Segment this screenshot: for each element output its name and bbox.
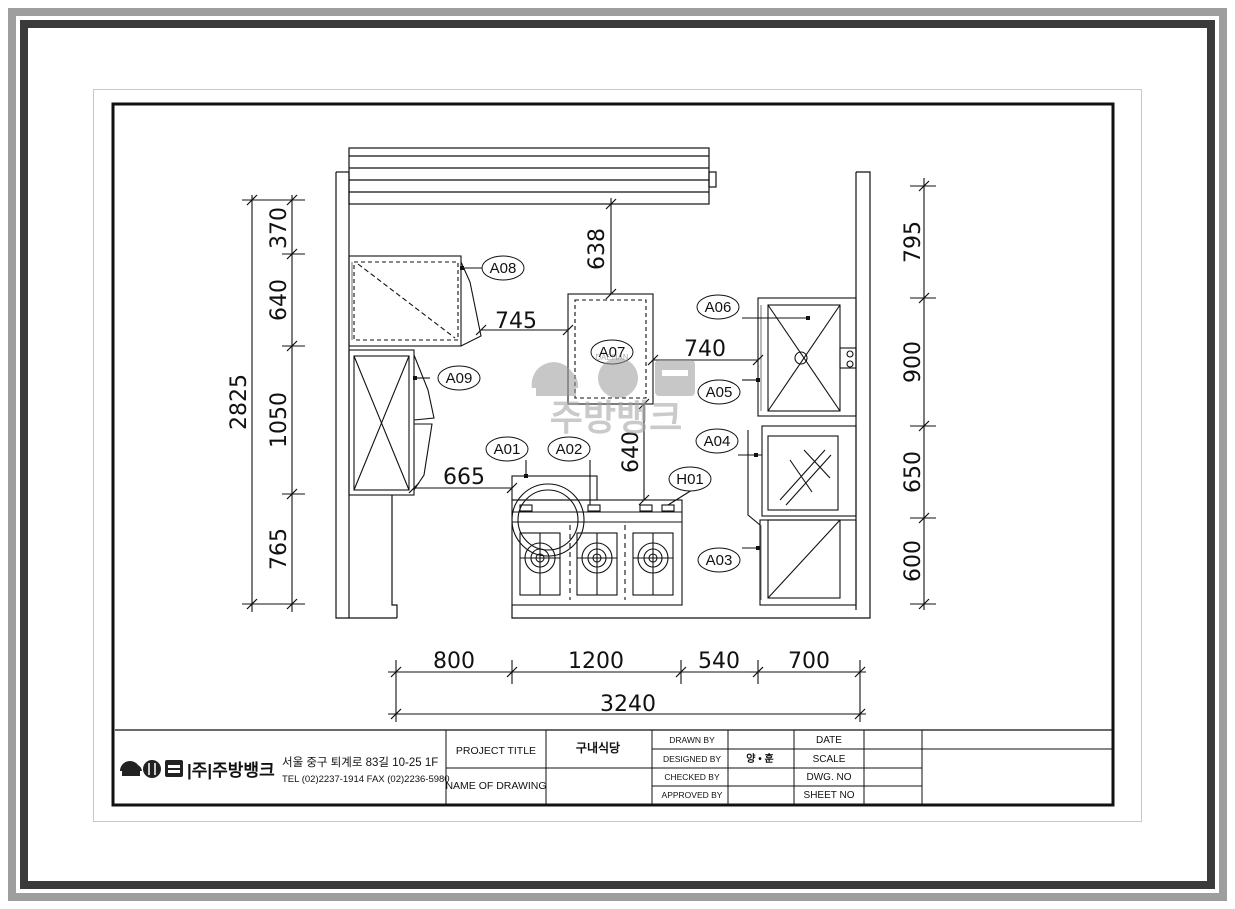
drawn-by-label: DRAWN BY <box>669 735 715 745</box>
dim-bottom-overall: 3240 <box>600 692 656 717</box>
scale-label: SCALE <box>813 754 846 765</box>
a08-refrigerator <box>348 255 482 347</box>
dim-left-seg-3: 1050 <box>267 392 292 448</box>
dim-table-left: 745 <box>495 309 537 334</box>
tag-a08: A08 <box>490 260 517 277</box>
dim-bottom-seg-1: 800 <box>433 649 475 674</box>
watermark-brand-small: DAEHAN <box>595 353 629 362</box>
title-block-grid <box>115 729 1113 805</box>
drawing-sheet <box>93 89 1142 822</box>
equipment-tag-ovals <box>437 255 741 573</box>
company-logo-icon <box>120 760 183 778</box>
leader-lines <box>414 198 808 549</box>
date-label: DATE <box>816 735 842 746</box>
dim-left-overall: 2825 <box>227 374 252 430</box>
approved-by-label: APPROVED BY <box>662 790 723 800</box>
company-contact: TEL (02)2237-1914 FAX (02)2236-5980 <box>282 774 450 785</box>
a06-sink-unit <box>757 297 857 417</box>
dim-right-seg-4: 600 <box>901 540 926 582</box>
tag-a03: A03 <box>706 552 733 569</box>
tag-a04: A04 <box>704 433 731 450</box>
dim-bottom-seg-2: 1200 <box>568 649 624 674</box>
watermark-logo-icon <box>531 358 695 398</box>
watermark-text: 주방뱅크 <box>550 398 682 439</box>
designed-by-label: DESIGNED BY <box>663 754 721 764</box>
tag-h01: H01 <box>676 471 704 488</box>
tag-a05: A05 <box>706 384 733 401</box>
dim-cabinet-to-range: 665 <box>443 465 485 490</box>
name-of-drawing-label: NAME OF DRAWING <box>445 780 546 792</box>
checked-by-label: CHECKED BY <box>664 772 720 782</box>
bottom-dimension-lines <box>388 660 866 722</box>
tag-a02: A02 <box>556 441 583 458</box>
dim-bottom-seg-3: 540 <box>698 649 740 674</box>
dwg-no-label: DWG. NO <box>807 772 852 783</box>
dim-right-seg-3: 650 <box>901 451 926 493</box>
a01-a02-cooking-range <box>511 475 683 606</box>
dim-table-to-range: 640 <box>619 431 644 473</box>
hood-exhaust <box>348 147 717 205</box>
dim-right-seg-2: 900 <box>901 341 926 383</box>
a09-cabinet <box>348 349 435 496</box>
project-title-value: 구내식당 <box>576 740 620 755</box>
dim-table-right: 740 <box>684 337 726 362</box>
a03-table <box>759 519 857 606</box>
tag-a07: A07 <box>599 344 626 361</box>
leader-dots <box>413 266 810 550</box>
company-address: 서울 중구 퇴계로 83길 10-25 1F <box>282 756 438 769</box>
right-dimension-lines <box>910 178 936 610</box>
drawing-border <box>111 102 1115 807</box>
dim-left-seg-1: 370 <box>267 207 292 249</box>
designed-by-value: 양 • 훈 <box>746 752 773 765</box>
company-name: |주|주방뱅크 <box>187 761 275 780</box>
sheet-no-label: SHEET NO <box>804 790 855 801</box>
dim-bottom-seg-4: 700 <box>788 649 830 674</box>
tag-a06: A06 <box>705 299 732 316</box>
dim-hood-to-table: 638 <box>585 228 610 270</box>
tag-a01: A01 <box>494 441 521 458</box>
a04-dish-rack <box>747 425 857 526</box>
dim-right-seg-1: 795 <box>901 221 926 263</box>
project-title-label: PROJECT TITLE <box>456 745 536 757</box>
dim-left-seg-4: 765 <box>267 528 292 570</box>
tag-a09: A09 <box>446 370 473 387</box>
dim-left-seg-2: 640 <box>267 279 292 321</box>
